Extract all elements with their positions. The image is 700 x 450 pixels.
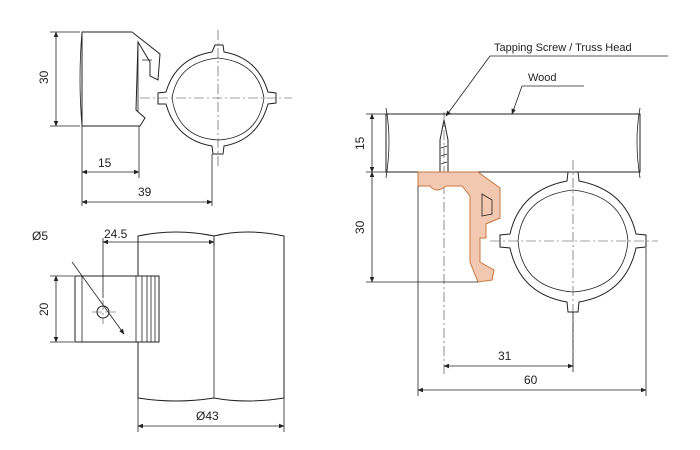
- clamp-profile-highlight: [417, 171, 501, 283]
- dim-top-left-height: 30: [37, 70, 51, 84]
- clamp-block: [74, 275, 160, 343]
- dim-right-offset: 31: [498, 349, 512, 363]
- dim-bottom-left-height: 20: [37, 302, 51, 316]
- dim-bottom-left-hole: Ø5: [32, 229, 48, 243]
- dim-right-height: 30: [353, 220, 367, 234]
- clamp-profile-side: [81, 31, 161, 127]
- clamp-left-wall: [79, 31, 83, 127]
- callout-screw: Tapping Screw / Truss Head: [494, 42, 632, 54]
- dim-right-width: 60: [524, 373, 538, 387]
- pipe-side-view: [137, 231, 285, 402]
- dim-top-left-offset: 15: [98, 156, 112, 170]
- pipe-profile-top: [157, 44, 277, 155]
- dim-bottom-left-pipe: Ø43: [196, 409, 219, 423]
- dim-right-wood-thickness: 15: [353, 136, 367, 150]
- bottom-left-view: Ø5 24.5 20 Ø43: [32, 227, 285, 432]
- dim-bottom-left-offset: 24.5: [104, 227, 128, 241]
- dim-top-left-width: 39: [138, 185, 152, 199]
- wood-board: [385, 113, 641, 173]
- callout-wood: Wood: [528, 72, 557, 84]
- right-view: 15 30 31 60 Tapping Screw / Truss Head W…: [353, 42, 668, 396]
- top-left-view: 30 15 39: [37, 30, 292, 206]
- clamp-inner-rib: [137, 44, 152, 112]
